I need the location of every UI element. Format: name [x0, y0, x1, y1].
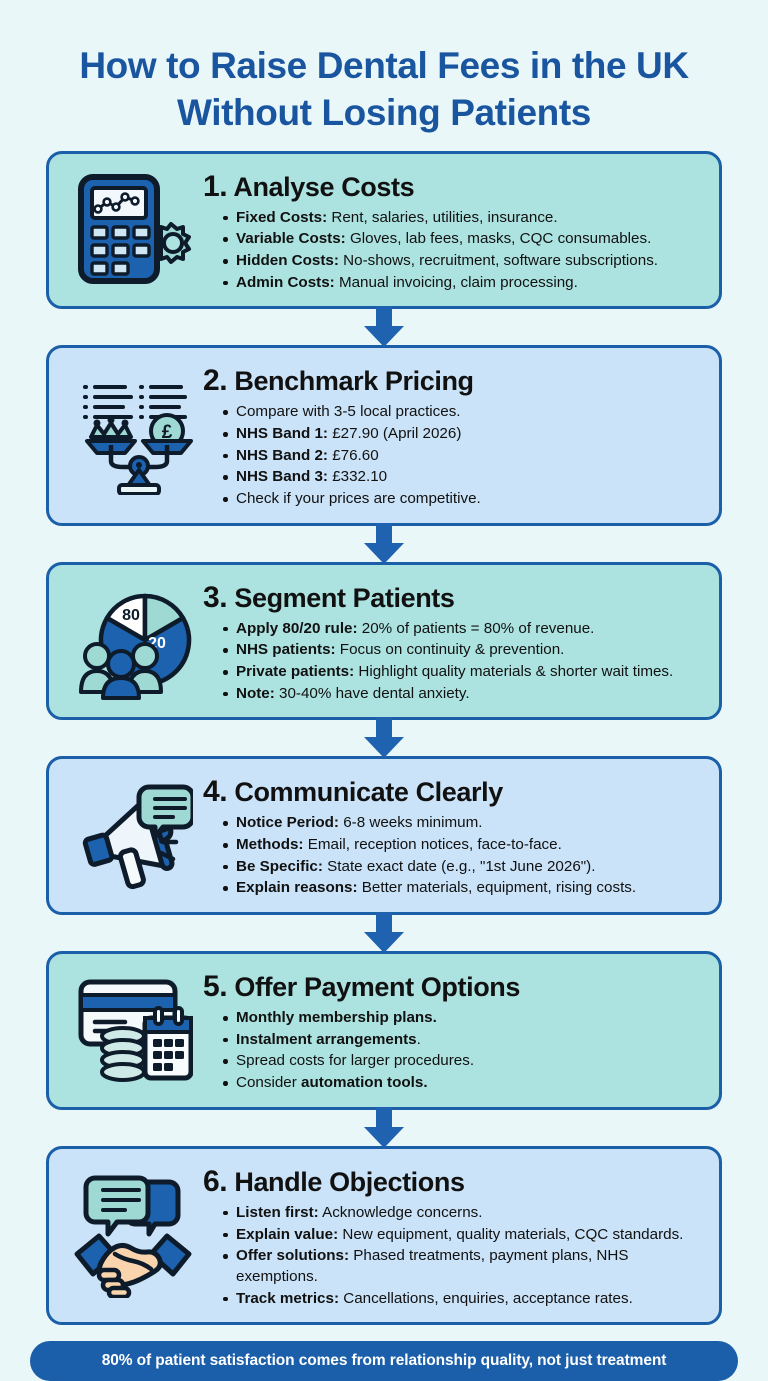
- list-item: Instalment arrangements.: [223, 1030, 703, 1051]
- svg-text:80: 80: [122, 607, 140, 624]
- step-heading-2: 2. Benchmark Pricing: [203, 364, 703, 397]
- page-title: How to Raise Dental Fees in the UK Witho…: [79, 45, 689, 134]
- list-item: NHS Band 1: £27.90 (April 2026): [223, 424, 703, 445]
- step-card-2[interactable]: £ 2. Benchmark Pricing Compare w: [46, 345, 722, 526]
- list-item: Explain reasons: Better materials, equip…: [223, 878, 703, 899]
- step-title-1: Analyse Costs: [233, 171, 415, 202]
- connector-arrow-5-6: [46, 1106, 722, 1149]
- step-heading-4: 4. Communicate Clearly: [203, 775, 703, 808]
- step-number-4: 4.: [203, 775, 228, 809]
- list-item: Listen first: Acknowledge concerns.: [223, 1203, 703, 1224]
- step-bullets-3: Apply 80/20 rule: 20% of patients = 80% …: [203, 619, 703, 705]
- balance-scales-icon: £: [63, 377, 203, 495]
- step-text-6: 6. Handle Objections Listen first: Ackno…: [203, 1161, 703, 1310]
- step-heading-3: 3. Segment Patients: [203, 581, 703, 614]
- step-number-3: 3.: [203, 580, 228, 614]
- step-card-1[interactable]: 1. Analyse Costs Fixed Costs: Rent, sala…: [46, 150, 722, 310]
- svg-text:£: £: [162, 422, 173, 443]
- step-bullets-2: Compare with 3-5 local practices. NHS Ba…: [203, 402, 703, 509]
- list-item: Methods: Email, reception notices, face-…: [223, 835, 703, 856]
- list-item: Hidden Costs: No-shows, recruitment, sof…: [223, 251, 703, 272]
- step-bullets-5: Monthly membership plans. Instalment arr…: [203, 1008, 703, 1094]
- step-text-2: 2. Benchmark Pricing Compare with 3-5 lo…: [203, 360, 703, 510]
- connector-arrow-4-5: [46, 912, 722, 954]
- list-item: Monthly membership plans.: [223, 1008, 703, 1029]
- megaphone-icon: [63, 777, 203, 895]
- list-item: Fixed Costs: Rent, salaries, utilities, …: [223, 208, 703, 229]
- step-card-3[interactable]: 80 20 3. Segment Patients Apply 80/20 ru…: [46, 561, 722, 721]
- step-number-5: 5.: [203, 970, 228, 1004]
- step-heading-6: 6. Handle Objections: [203, 1165, 703, 1198]
- step-title-5: Offer Payment Options: [234, 972, 520, 1003]
- list-item: Notice Period: 6-8 weeks minimum.: [223, 813, 703, 834]
- list-item: NHS Band 3: £332.10: [223, 467, 703, 488]
- list-item: Compare with 3-5 local practices.: [223, 402, 703, 423]
- calculator-gear-icon: [63, 171, 203, 289]
- step-bullets-4: Notice Period: 6-8 weeks minimum. Method…: [203, 813, 703, 899]
- list-item: Track metrics: Cancellations, enquiries,…: [223, 1289, 703, 1310]
- step-bullets-1: Fixed Costs: Rent, salaries, utilities, …: [203, 208, 703, 294]
- connector-arrow-2-3: [46, 522, 722, 565]
- list-item: Variable Costs: Gloves, lab fees, masks,…: [223, 229, 703, 250]
- steps-list: 1. Analyse Costs Fixed Costs: Rent, sala…: [0, 150, 768, 1326]
- list-item: Be Specific: State exact date (e.g., "1s…: [223, 857, 703, 878]
- step-number-1: 1.: [203, 169, 228, 203]
- step-number-6: 6.: [203, 1164, 228, 1198]
- step-card-4[interactable]: 4. Communicate Clearly Notice Period: 6-…: [46, 756, 722, 916]
- step-title-4: Communicate Clearly: [234, 777, 503, 808]
- list-item: Note: 30-40% have dental anxiety.: [223, 684, 703, 705]
- step-bullets-6: Listen first: Acknowledge concerns. Expl…: [203, 1203, 703, 1309]
- list-item: Private patients: Highlight quality mate…: [223, 662, 703, 683]
- step-text-5: 5. Offer Payment Options Monthly members…: [203, 966, 703, 1095]
- step-text-1: 1. Analyse Costs Fixed Costs: Rent, sala…: [203, 166, 703, 295]
- list-item: Admin Costs: Manual invoicing, claim pro…: [223, 273, 703, 294]
- list-item: Apply 80/20 rule: 20% of patients = 80% …: [223, 619, 703, 640]
- list-item: NHS patients: Focus on continuity & prev…: [223, 640, 703, 661]
- connector-arrow-1-2: [46, 306, 722, 348]
- step-heading-1: 1. Analyse Costs: [203, 170, 703, 203]
- pie-chart-people-icon: 80 20: [63, 582, 203, 701]
- list-item: Consider automation tools.: [223, 1073, 703, 1094]
- list-item: Offer solutions: Phased treatments, paym…: [223, 1246, 703, 1287]
- step-title-3: Segment Patients: [234, 582, 455, 613]
- step-text-3: 3. Segment Patients Apply 80/20 rule: 20…: [203, 577, 703, 706]
- step-card-6[interactable]: 6. Handle Objections Listen first: Ackno…: [46, 1145, 722, 1326]
- step-number-2: 2.: [203, 364, 228, 398]
- footer-banner: 80% of patient satisfaction comes from r…: [30, 1341, 738, 1381]
- list-item: NHS Band 2: £76.60: [223, 446, 703, 467]
- step-card-5[interactable]: 5. Offer Payment Options Monthly members…: [46, 951, 722, 1110]
- list-item: Spread costs for larger procedures.: [223, 1051, 703, 1072]
- step-heading-5: 5. Offer Payment Options: [203, 970, 703, 1003]
- footer-wrap: 80% of patient satisfaction comes from r…: [0, 1325, 768, 1381]
- connector-arrow-3-4: [46, 717, 722, 759]
- step-text-4: 4. Communicate Clearly Notice Period: 6-…: [203, 771, 703, 900]
- credit-card-calendar-coins-icon: [63, 974, 203, 1086]
- step-title-6: Handle Objections: [234, 1166, 465, 1197]
- handshake-speech-icon: [63, 1174, 203, 1298]
- list-item: Check if your prices are competitive.: [223, 489, 703, 510]
- list-item: Explain value: New equipment, quality ma…: [223, 1225, 703, 1246]
- step-title-2: Benchmark Pricing: [234, 366, 474, 397]
